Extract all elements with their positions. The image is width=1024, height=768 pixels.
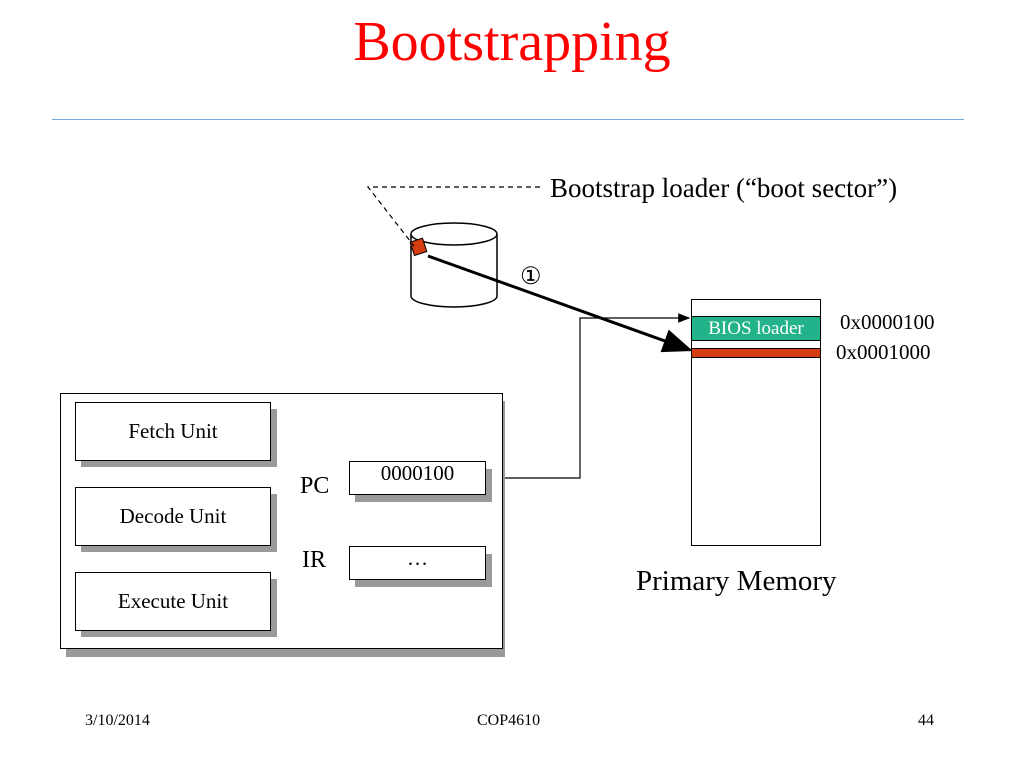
address-bios: 0x0000100 (840, 310, 935, 334)
boot-sector-in-memory (692, 348, 820, 358)
step-marker: ① (520, 264, 542, 290)
pc-register: 0000100 (349, 461, 486, 495)
address-boot: 0x0001000 (836, 340, 931, 364)
footer-page-number: 44 (918, 712, 934, 729)
disk-icon (409, 222, 498, 308)
footer-date: 3/10/2014 (85, 712, 150, 729)
ir-register: … (349, 546, 486, 580)
boot-sector-block (409, 237, 428, 257)
slide-title: Bootstrapping (353, 11, 671, 73)
ir-label: IR (302, 547, 326, 573)
bootstrap-loader-callout: Bootstrap loader (“boot sector”) (550, 173, 898, 203)
pc-label: PC (300, 473, 330, 499)
pc-pointer-arrow (486, 313, 691, 479)
callout-leader-line (366, 186, 540, 247)
primary-memory-label: Primary Memory (636, 565, 837, 597)
load-arrow (427, 254, 693, 353)
fetch-unit: Fetch Unit (75, 402, 271, 461)
decode-unit: Decode Unit (75, 487, 271, 546)
title-divider (52, 119, 964, 120)
footer-course: COP4610 (477, 712, 541, 729)
bios-loader-block: BIOS loader (692, 316, 820, 341)
execute-unit: Execute Unit (75, 572, 271, 631)
